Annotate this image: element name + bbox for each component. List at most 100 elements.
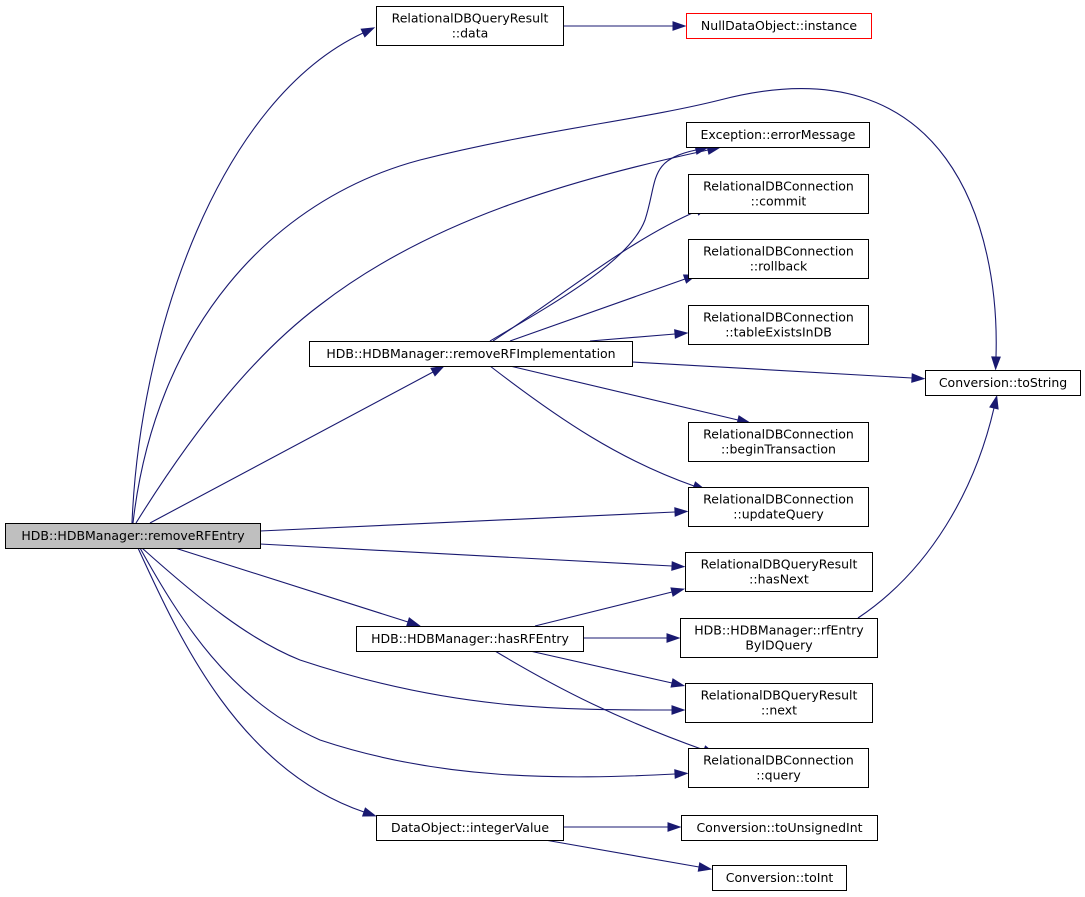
edge-line	[132, 88, 997, 524]
node-dataobj-int[interactable]: DataObject::integerValue	[376, 815, 564, 841]
node-label: ::updateQuery	[733, 507, 824, 522]
edge-line	[534, 591, 673, 627]
node-label: Conversion::toUnsignedInt	[696, 820, 862, 835]
arrowhead	[430, 365, 445, 377]
node-rdbc-begin[interactable]: RelationalDBConnection::beginTransaction	[688, 422, 869, 462]
node-box	[685, 552, 873, 592]
node-label: RelationalDBQueryResult	[701, 688, 858, 703]
edge-root-to-dataobj_int	[137, 547, 377, 817]
node-label: RelationalDBConnection	[703, 244, 854, 259]
edge-line	[141, 547, 673, 711]
arrowhead	[360, 27, 376, 38]
node-box	[681, 815, 878, 841]
node-label: HDB::HDBManager::removeRFEntry	[21, 528, 245, 543]
node-rdbc-query[interactable]: RelationalDBConnection::query	[688, 748, 869, 788]
edges-layer	[131, 21, 1001, 872]
node-root[interactable]: HDB::HDBManager::removeRFEntry	[5, 523, 261, 549]
node-label: HDB::HDBManager::hasRFEntry	[371, 631, 569, 646]
node-conv-tounsigned[interactable]: Conversion::toUnsignedInt	[681, 815, 878, 841]
edge-dataobj_int-to-conv_tounsigned	[563, 822, 682, 832]
edge-line	[529, 650, 673, 684]
node-remove-impl[interactable]: HDB::HDBManager::removeRFImplementation	[309, 341, 633, 367]
node-label: ::commit	[751, 194, 807, 209]
arrowhead	[361, 807, 377, 817]
node-rdbc-commit[interactable]: RelationalDBConnection::commit	[688, 174, 869, 214]
edge-has_rfentry-to-rdbqr_hasnext	[534, 587, 686, 627]
edge-root-to-exc_err	[135, 145, 722, 524]
node-label: ::rollback	[750, 259, 808, 274]
node-box	[925, 370, 1081, 396]
node-label: Conversion::toString	[939, 375, 1067, 390]
edge-rdbqr_data-to-nulldata	[563, 21, 687, 31]
edge-line	[135, 149, 709, 524]
node-rdbc-update[interactable]: RelationalDBConnection::updateQuery	[688, 487, 869, 527]
edge-root-to-remove_impl	[149, 365, 445, 524]
edge-line	[131, 32, 364, 524]
node-label: RelationalDBQueryResult	[701, 557, 858, 572]
edge-line	[492, 210, 698, 342]
node-label: Exception::errorMessage	[701, 127, 856, 142]
node-box	[688, 487, 869, 527]
node-box	[686, 122, 870, 148]
node-rdbqr-data[interactable]: RelationalDBQueryResult::data	[376, 6, 564, 46]
node-rdbc-rollback[interactable]: RelationalDBConnection::rollback	[688, 239, 869, 279]
node-box	[688, 239, 869, 279]
edge-remove_impl-to-rdbc_rollback	[509, 274, 698, 342]
node-label: ByIDQuery	[745, 638, 813, 653]
node-label: ::next	[761, 703, 797, 718]
node-box	[376, 6, 564, 46]
arrowhead	[989, 394, 999, 410]
edge-line	[589, 333, 676, 342]
arrowhead	[666, 633, 681, 643]
edge-root-to-rdbc_query	[139, 547, 689, 779]
edge-line	[139, 547, 676, 778]
edge-root-to-rdbqr_next	[141, 547, 686, 715]
edge-root-to-rdbqr_data	[131, 27, 376, 524]
edge-line	[174, 547, 409, 623]
node-rdbc-tableexists[interactable]: RelationalDBConnection::tableExistsInDB	[688, 305, 869, 345]
arrowhead	[697, 862, 713, 872]
node-box	[356, 626, 584, 652]
node-box	[686, 13, 872, 39]
edge-line	[259, 511, 676, 532]
node-box	[685, 683, 873, 723]
node-box	[688, 748, 869, 788]
node-has-rfentry[interactable]: HDB::HDBManager::hasRFEntry	[356, 626, 584, 652]
node-box	[688, 174, 869, 214]
node-label: NullDataObject::instance	[701, 18, 857, 33]
edge-line	[494, 650, 705, 751]
arrowhead	[911, 373, 926, 383]
arrowhead	[674, 329, 689, 339]
node-exc-err[interactable]: Exception::errorMessage	[686, 122, 870, 148]
node-box	[712, 865, 847, 891]
edge-root-to-conv_tostring	[132, 88, 1001, 524]
nodes-layer: HDB::HDBManager::removeRFEntryRelational…	[5, 6, 1081, 891]
edge-remove_impl-to-rdbc_begin	[509, 365, 752, 425]
edge-dataobj_int-to-conv_toint	[544, 839, 713, 872]
edge-remove_impl-to-conv_tostring	[631, 361, 926, 383]
node-conv-toint[interactable]: Conversion::toInt	[712, 865, 847, 891]
arrowhead	[674, 507, 689, 517]
arrowhead	[667, 822, 682, 832]
node-nulldata[interactable]: NullDataObject::instance	[686, 13, 872, 39]
node-label: RelationalDBConnection	[703, 310, 854, 325]
edge-root-to-rdbc_update	[259, 507, 689, 532]
edge-line	[544, 839, 700, 868]
node-label: HDB::HDBManager::rfEntry	[694, 623, 864, 638]
edge-line	[149, 371, 434, 524]
node-rdbqr-next[interactable]: RelationalDBQueryResult::next	[685, 683, 873, 723]
arrowhead	[406, 617, 421, 627]
node-label: RelationalDBConnection	[703, 753, 854, 768]
edge-line	[489, 149, 697, 342]
edge-line	[509, 278, 686, 342]
node-label: ::query	[756, 768, 801, 783]
node-label: ::data	[452, 26, 489, 41]
node-label: HDB::HDBManager::removeRFImplementation	[326, 346, 615, 361]
node-label: DataObject::integerValue	[391, 820, 549, 835]
edge-line	[509, 365, 739, 421]
node-label: RelationalDBQueryResult	[392, 11, 549, 26]
node-rdbqr-hasnext[interactable]: RelationalDBQueryResult::hasNext	[685, 552, 873, 592]
node-conv-tostring[interactable]: Conversion::toString	[925, 370, 1081, 396]
node-box	[5, 523, 261, 549]
